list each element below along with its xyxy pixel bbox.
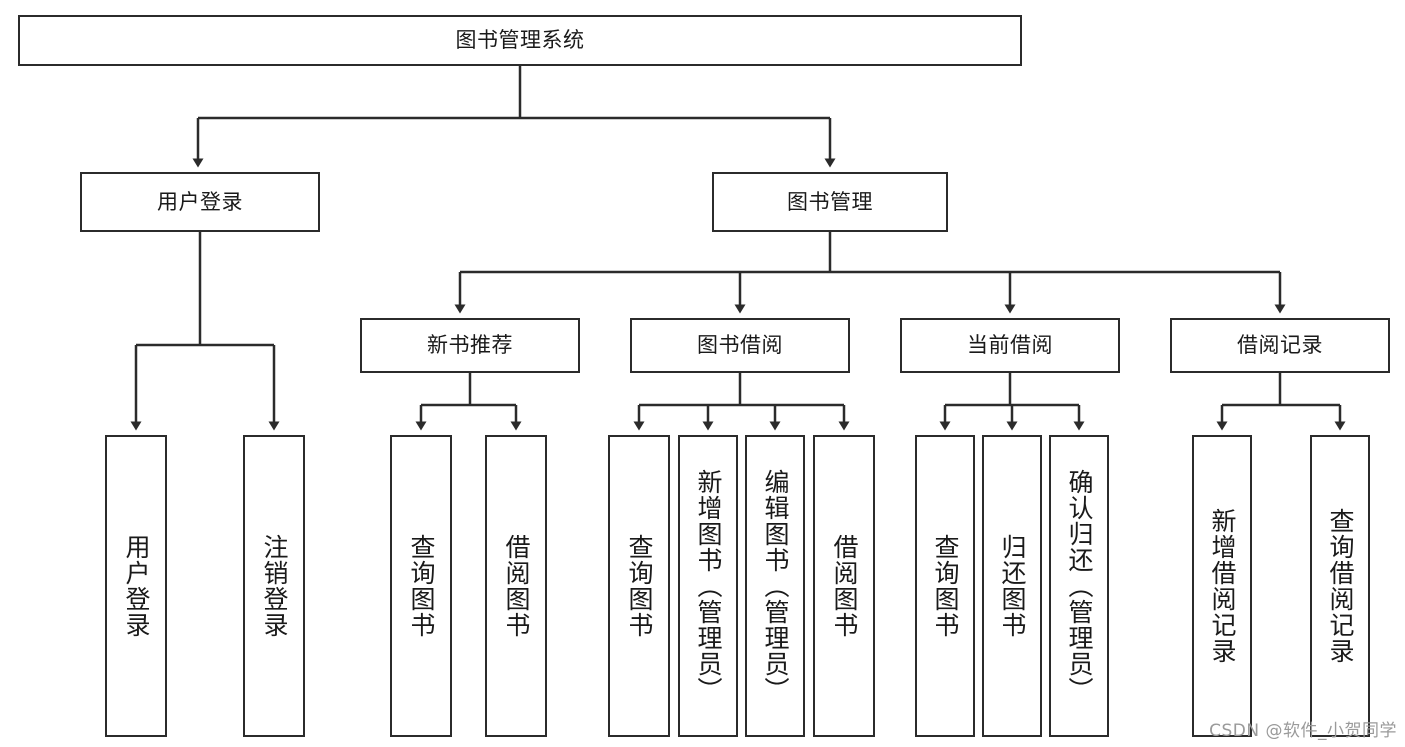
node-book-borrow-label: 图书借阅 (697, 333, 783, 358)
node-leaf-logout-label: 注销登录 (260, 534, 289, 638)
connector-borrowrecord-to-leaves (1216, 373, 1346, 431)
node-leaf-user-login[interactable]: 用户登录 (105, 435, 167, 737)
node-leaf-return-book[interactable]: 归还图书 (982, 435, 1042, 737)
node-current-borrow-label: 当前借阅 (967, 333, 1053, 358)
node-leaf-edit-book[interactable]: 编辑图书（管理员） (745, 435, 805, 737)
connector-root-to-level2 (192, 66, 836, 168)
node-leaf-add-borrow-record[interactable]: 新增借阅记录 (1192, 435, 1252, 737)
node-book-manage[interactable]: 图书管理 (712, 172, 948, 232)
connector-bookmanage-to-level3 (454, 232, 1286, 314)
node-book-borrow[interactable]: 图书借阅 (630, 318, 850, 373)
node-leaf-query-book-2[interactable]: 查询图书 (608, 435, 670, 737)
node-leaf-query-book-3-label: 查询图书 (931, 534, 960, 638)
node-new-book-recommend[interactable]: 新书推荐 (360, 318, 580, 373)
node-leaf-add-borrow-record-label: 新增借阅记录 (1208, 508, 1237, 664)
connector-currentborrow-to-leaves (939, 373, 1085, 431)
node-root-label: 图书管理系统 (455, 28, 585, 53)
node-leaf-query-book-1[interactable]: 查询图书 (390, 435, 452, 737)
node-leaf-confirm-return-label: 确认归还（管理员） (1065, 469, 1094, 703)
node-borrow-record[interactable]: 借阅记录 (1170, 318, 1390, 373)
node-leaf-query-borrow-record[interactable]: 查询借阅记录 (1310, 435, 1370, 737)
node-leaf-logout[interactable]: 注销登录 (243, 435, 305, 737)
node-leaf-edit-book-label: 编辑图书（管理员） (761, 469, 790, 703)
node-book-manage-label: 图书管理 (787, 189, 873, 214)
node-leaf-return-book-label: 归还图书 (998, 534, 1027, 638)
node-root[interactable]: 图书管理系统 (18, 15, 1022, 66)
node-leaf-add-book-label: 新增图书（管理员） (694, 469, 723, 703)
node-leaf-borrow-book-2-label: 借阅图书 (830, 534, 859, 638)
node-leaf-borrow-book-2[interactable]: 借阅图书 (813, 435, 875, 737)
connector-userlogin-to-leaves (130, 232, 280, 431)
node-leaf-query-borrow-record-label: 查询借阅记录 (1326, 508, 1355, 664)
node-new-book-recommend-label: 新书推荐 (427, 333, 513, 358)
connector-bookborrow-to-leaves (633, 373, 850, 431)
node-leaf-borrow-book-1[interactable]: 借阅图书 (485, 435, 547, 737)
node-leaf-query-book-2-label: 查询图书 (625, 534, 654, 638)
node-leaf-query-book-3[interactable]: 查询图书 (915, 435, 975, 737)
node-leaf-confirm-return[interactable]: 确认归还（管理员） (1049, 435, 1109, 737)
connector-newbook-to-leaves (415, 373, 522, 431)
node-borrow-record-label: 借阅记录 (1237, 333, 1323, 358)
node-leaf-user-login-label: 用户登录 (122, 534, 151, 638)
node-user-login-label: 用户登录 (157, 189, 243, 214)
watermark-text: CSDN @软件_小贺同学 (1209, 721, 1397, 741)
node-user-login[interactable]: 用户登录 (80, 172, 320, 232)
node-leaf-add-book[interactable]: 新增图书（管理员） (678, 435, 738, 737)
node-leaf-query-book-1-label: 查询图书 (407, 534, 436, 638)
node-current-borrow[interactable]: 当前借阅 (900, 318, 1120, 373)
node-leaf-borrow-book-1-label: 借阅图书 (502, 534, 531, 638)
